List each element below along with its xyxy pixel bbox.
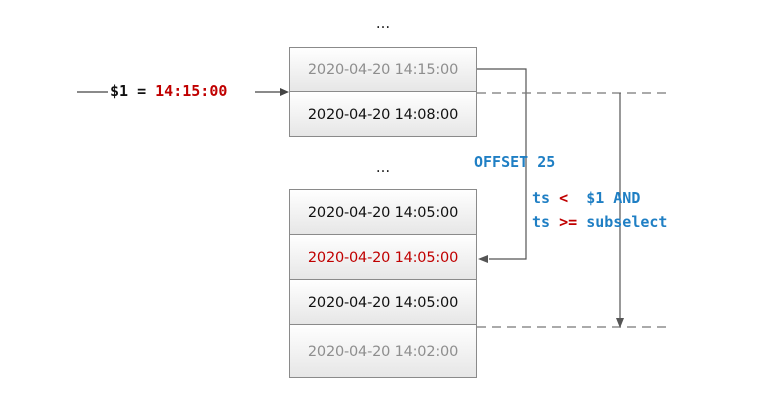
range-arrowhead: [616, 318, 624, 328]
bottom-row-1-bg: [289, 189, 477, 235]
row-backgrounds: [289, 47, 477, 378]
offset-label: OFFSET 25: [474, 153, 556, 171]
bottom-row-3-bg: [289, 279, 477, 325]
condition-line-2: ts >= subselect: [532, 213, 667, 231]
top-row-1: 2020-04-20 14:15:00: [307, 62, 459, 78]
condition-line-1: ts < $1 AND: [532, 189, 640, 207]
offset-arrowhead: [478, 255, 488, 263]
bottom-row-2-bg: [289, 234, 477, 280]
param-value: 14:15:00: [155, 82, 228, 100]
bottom-row-4-bg: [289, 324, 477, 378]
condition-2-rhs: subselect: [586, 213, 668, 231]
condition-1-rhs: $1 AND: [586, 189, 641, 207]
top-row-2-bg: [289, 91, 477, 137]
top-row-2: 2020-04-20 14:08:00: [307, 106, 459, 123]
top-ellipsis: ...: [375, 14, 391, 32]
top-row-1-bg: [289, 47, 477, 92]
bottom-row-1: 2020-04-20 14:05:00: [307, 204, 459, 221]
param-eq: =: [137, 82, 147, 100]
param-arrowhead: [280, 88, 289, 96]
condition-1-op: <: [559, 189, 569, 207]
bottom-row-4: 2020-04-20 14:02:00: [307, 343, 459, 360]
condition-2-col: ts: [532, 213, 551, 231]
param-name: $1: [110, 82, 129, 100]
bottom-row-2-target: 2020-04-20 14:05:00: [307, 249, 459, 266]
bottom-row-3: 2020-04-20 14:05:00: [307, 294, 459, 311]
middle-ellipsis: ...: [375, 158, 391, 176]
param-label: $1 = 14:15:00: [110, 82, 227, 100]
offset-bracket: [477, 68, 527, 260]
condition-2-op: >=: [559, 213, 578, 231]
condition-1-col: ts: [532, 189, 551, 207]
